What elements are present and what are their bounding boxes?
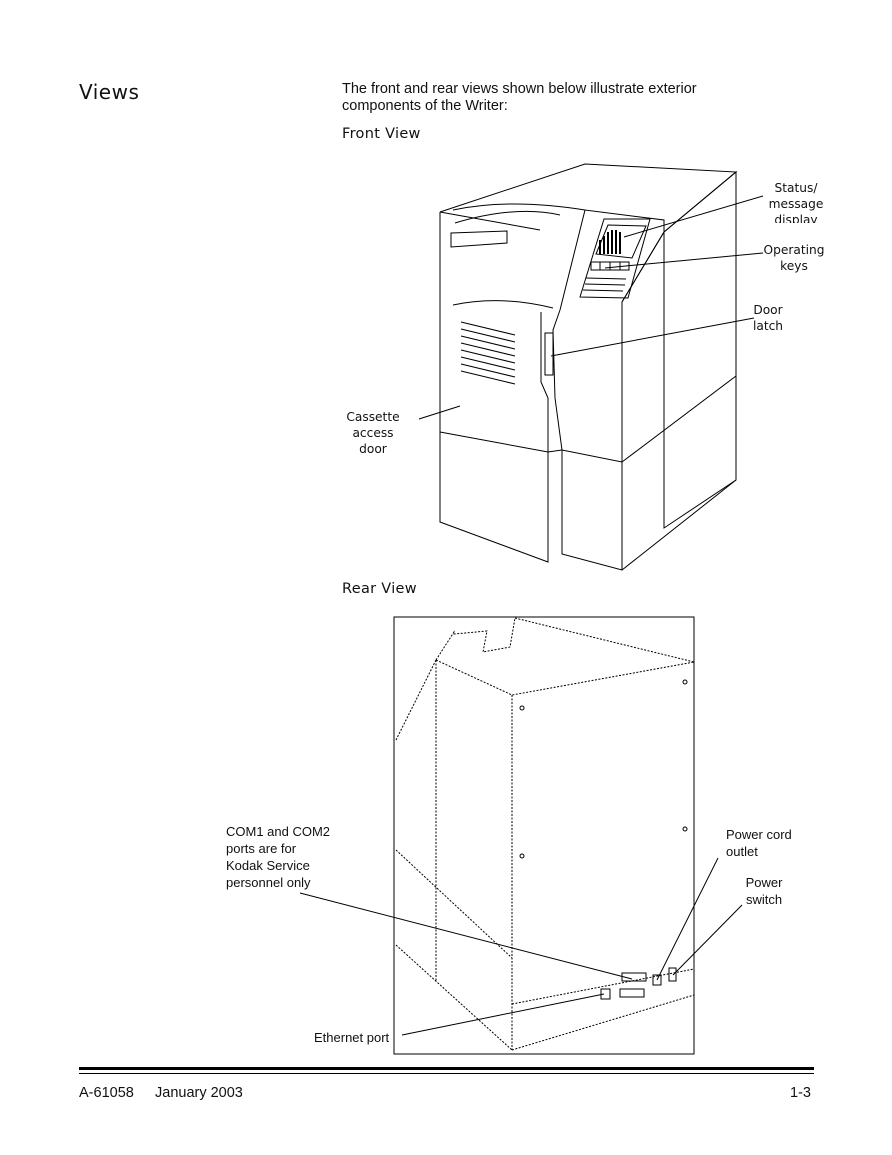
rear-view-heading: Rear View [342,581,417,597]
cassette-access-door-label: Cassette access door [346,410,400,456]
power-cord-outlet-label: Power cord outlet [726,827,792,859]
footer-rule-thick [79,1067,814,1070]
footer-page-number: 1-3 [790,1085,811,1101]
door-latch-label: Door latch [752,303,784,331]
rear-view-illustration [299,616,743,1055]
intro-text: The front and rear views shown below ill… [342,81,697,114]
footer-date: January 2003 [155,1085,243,1101]
com-ports-label: COM1 and COM2 ports are for Kodak Servic… [226,824,331,890]
ethernet-port-label: Ethernet port [314,1030,390,1045]
footer-rule-thin [79,1073,814,1074]
power-switch-label: Power switch [745,875,783,907]
front-view-heading: Front View [342,126,421,142]
front-view-illustration [418,163,764,571]
operating-keys-label: Operating keys [763,243,825,273]
status-display-label: Status/ message display [768,181,824,223]
section-title: Views [79,80,140,104]
footer-doc-id: A-61058 [79,1085,134,1101]
